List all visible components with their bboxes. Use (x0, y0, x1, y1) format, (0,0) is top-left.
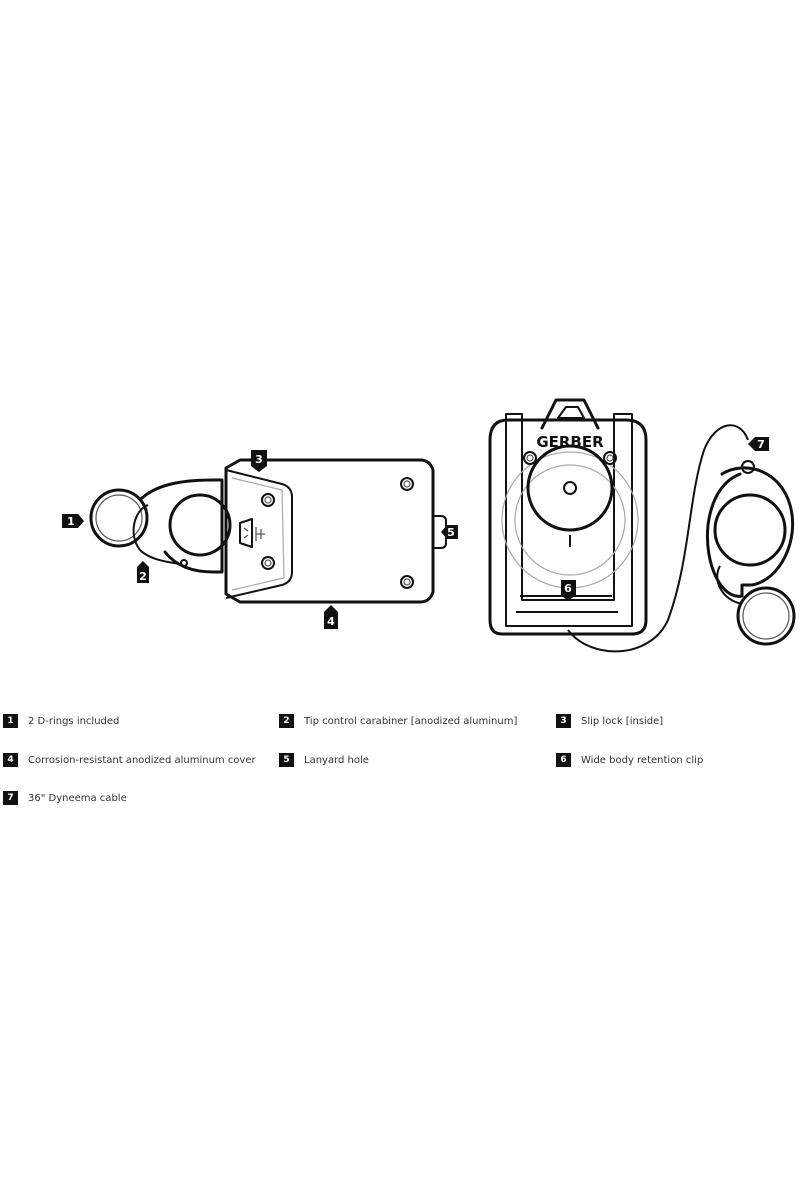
legend-item-1: 1 2 D-rings included (3, 712, 119, 730)
housing-outline (488, 418, 648, 636)
callout-6: 6 (561, 580, 576, 601)
svg-text:2: 2 (139, 570, 147, 583)
svg-text:4: 4 (327, 615, 335, 628)
legend-item-6: 6 Wide body retention clip (556, 751, 703, 769)
callout-7: 7 (748, 437, 769, 451)
gerber-logo-mark (239, 518, 265, 548)
legend-item-5: 5 Lanyard hole (279, 751, 369, 769)
legend-text: 2 D-rings included (28, 715, 120, 727)
back-view: GERBER (488, 398, 648, 636)
cable-assembly (567, 424, 796, 653)
d-ring (89, 488, 149, 548)
legend-badge: 6 (556, 753, 571, 767)
body-outline (224, 458, 435, 604)
legend-text: 36" Dyneema cable (28, 792, 127, 804)
legend-badge: 2 (279, 714, 294, 728)
callout-2: 2 (137, 561, 149, 583)
svg-text:5: 5 (447, 526, 455, 539)
legend: 1 2 D-rings included 2 Tip control carab… (0, 700, 800, 820)
legend-badge: 7 (3, 791, 18, 805)
legend-text: Tip control carabiner [anodized aluminum… (304, 715, 518, 727)
callout-5: 5 (441, 525, 458, 539)
small-d-ring (736, 586, 796, 646)
legend-badge: 5 (279, 753, 294, 767)
legend-item-3: 3 Slip lock [inside] (556, 712, 663, 730)
callout-4: 4 (324, 605, 338, 629)
legend-badge: 1 (3, 714, 18, 728)
legend-text: Corrosion-resistant anodized aluminum co… (28, 754, 256, 766)
svg-text:6: 6 (564, 582, 572, 595)
dyneema-cable (567, 424, 749, 653)
legend-text: Wide body retention clip (581, 754, 704, 766)
legend-item-4: 4 Corrosion-resistant anodized aluminum … (3, 751, 256, 769)
legend-text: Lanyard hole (304, 754, 369, 766)
svg-text:3: 3 (255, 453, 263, 466)
side-view (89, 458, 447, 604)
legend-badge: 3 (556, 714, 571, 728)
legend-item-2: 2 Tip control carabiner [anodized alumin… (279, 712, 517, 730)
legend-text: Slip lock [inside] (581, 715, 664, 727)
callout-3: 3 (251, 450, 267, 472)
carabiner-gate (132, 504, 181, 565)
legend-badge: 4 (3, 753, 18, 767)
cover-plate (225, 469, 293, 599)
legend-item-7: 7 36" Dyneema cable (3, 789, 127, 807)
callout-1: 1 (62, 514, 84, 528)
svg-text:1: 1 (67, 515, 75, 528)
carabiner-eye (168, 493, 232, 557)
svg-text:7: 7 (757, 438, 765, 451)
brand-logo: GERBER (536, 433, 604, 451)
